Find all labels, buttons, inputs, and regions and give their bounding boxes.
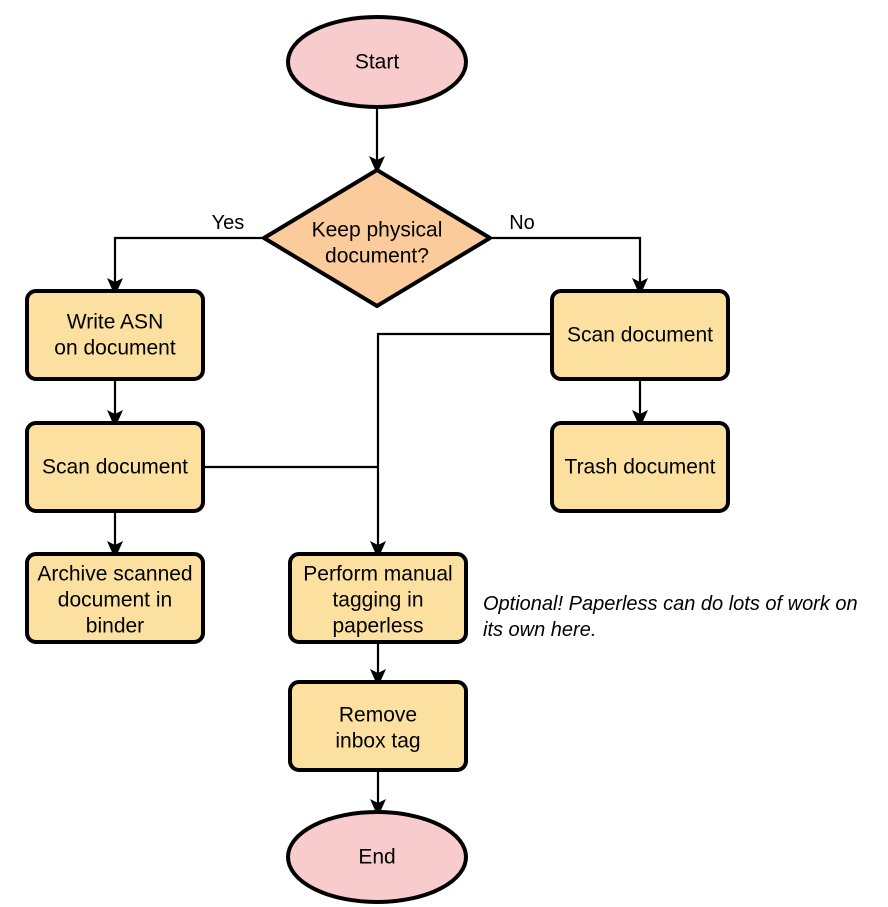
- node-manual-tagging-label-line3: paperless: [332, 615, 423, 638]
- node-decision-label-line1: Keep physical: [312, 219, 443, 242]
- node-archive-binder-shape[interactable]: [25, 552, 205, 644]
- node-trash-document[interactable]: Trash document: [550, 421, 730, 513]
- node-archive-binder-label-line3: binder: [86, 615, 144, 638]
- node-remove-inbox-shape[interactable]: [288, 680, 468, 772]
- node-decision-shape[interactable]: [262, 168, 492, 308]
- edge-decision-yes-to-write-asn: [107, 236, 264, 296]
- arrow-head-icon: [370, 541, 386, 559]
- node-archive-binder-label-line2: document in: [58, 589, 172, 612]
- node-manual-tagging-label-line1: Perform manual: [303, 563, 452, 586]
- node-keep-physical-document[interactable]: Keep physical document?: [262, 168, 492, 308]
- node-write-asn-shape[interactable]: [25, 289, 205, 381]
- edge-scan-left-to-archive: [107, 511, 123, 559]
- annotation-optional-note: Optional! Paperless can do lots of work …: [483, 593, 858, 641]
- arrow-head-icon: [107, 410, 123, 428]
- annotation-line-2: its own here.: [483, 619, 596, 641]
- node-archive-binder[interactable]: Archive scanned document in binder: [25, 552, 205, 644]
- node-end[interactable]: End: [286, 810, 468, 904]
- arrow-head-icon: [107, 541, 123, 559]
- node-remove-inbox-label-line2: inbox tag: [335, 730, 420, 753]
- arrow-head-icon: [369, 156, 385, 174]
- edge-line: [113, 236, 264, 285]
- node-end-shape[interactable]: [286, 810, 468, 904]
- edge-scan-right-to-manual-tagging: [370, 332, 552, 559]
- edge-remove-inbox-to-end: [370, 770, 386, 817]
- arrow-head-icon: [107, 278, 123, 296]
- node-start-shape[interactable]: [286, 15, 468, 109]
- node-scan-right-shape[interactable]: [550, 289, 730, 381]
- node-remove-inbox-label-line1: Remove: [339, 704, 417, 727]
- node-scan-document-right[interactable]: Scan document: [550, 289, 730, 381]
- edge-decision-no-to-scan-right: [490, 236, 648, 296]
- edge-start-to-decision: [369, 107, 385, 174]
- node-remove-inbox-tag[interactable]: Remove inbox tag: [288, 680, 468, 772]
- edge-line: [376, 332, 552, 548]
- node-start-label: Start: [355, 51, 400, 74]
- node-start[interactable]: Start: [286, 15, 468, 109]
- node-decision-label-line2: document?: [325, 245, 429, 268]
- node-trash-shape[interactable]: [550, 421, 730, 513]
- node-write-asn[interactable]: Write ASN on document: [25, 289, 205, 381]
- node-write-asn-label-line2: on document: [54, 337, 176, 360]
- node-manual-tagging-label-line2: tagging in: [332, 589, 423, 612]
- arrow-head-icon: [632, 410, 648, 428]
- arrow-head-icon: [370, 799, 386, 817]
- arrow-head-icon: [370, 669, 386, 687]
- node-end-label: End: [358, 846, 395, 869]
- node-trash-label: Trash document: [565, 456, 716, 479]
- node-scan-document-left[interactable]: Scan document: [25, 421, 205, 513]
- node-archive-binder-label-line1: Archive scanned: [37, 563, 192, 586]
- node-scan-left-shape[interactable]: [25, 421, 205, 513]
- edge-scan-right-to-trash: [632, 379, 648, 428]
- edge-manual-tagging-to-remove-inbox: [370, 642, 386, 687]
- node-write-asn-label-line1: Write ASN: [67, 311, 163, 334]
- annotation-line-1: Optional! Paperless can do lots of work …: [483, 593, 858, 615]
- node-scan-left-label: Scan document: [42, 456, 188, 479]
- node-scan-right-label: Scan document: [567, 324, 713, 347]
- edge-line: [490, 236, 642, 285]
- node-manual-tagging[interactable]: Perform manual tagging in paperless: [288, 552, 468, 644]
- node-manual-tagging-shape[interactable]: [288, 552, 468, 644]
- edge-write-asn-to-scan-left: [107, 379, 123, 428]
- edge-label-yes: Yes: [212, 212, 245, 234]
- edge-label-no: No: [509, 212, 535, 234]
- arrow-head-icon: [632, 278, 648, 296]
